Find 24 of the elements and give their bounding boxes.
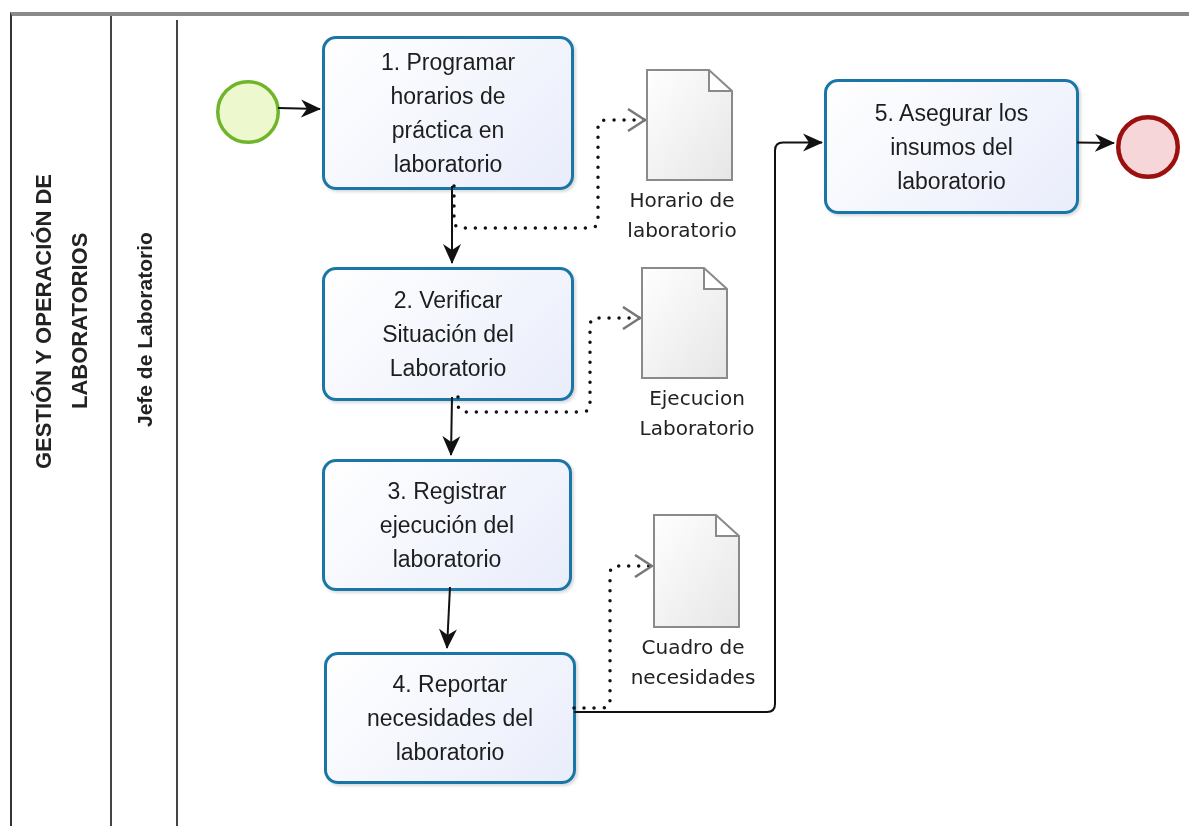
pool-title: GESTIÓN Y OPERACIÓN DE LABORATORIOS: [30, 172, 93, 471]
association-line: [572, 553, 654, 710]
document-caption: Ejecucion Laboratorio: [638, 385, 756, 442]
arrow: [1076, 133, 1115, 152]
task-label: 3. Registrar ejecución del laboratorio: [378, 477, 516, 574]
arrow: [442, 396, 461, 456]
task-label: 4. Reportar necesidades del laboratorio: [365, 670, 535, 767]
document-caption: Horario de laboratorio: [626, 187, 738, 244]
task-box: [322, 36, 574, 190]
lane-title: Jefe de Laboratorio: [132, 231, 157, 430]
association-line: [452, 107, 647, 230]
task-label: 1. Programar horarios de práctica en laboratorio: [379, 48, 517, 179]
arrow: [438, 586, 457, 649]
task-label: 5. Asegurar los insumos del laboratorio: [873, 98, 1030, 196]
arrow: [443, 185, 461, 264]
arrow: [573, 133, 823, 713]
association-line: [456, 305, 642, 414]
arrow: [277, 99, 321, 118]
task-box: [322, 459, 572, 591]
document-caption: Cuadro de necesidades: [629, 634, 757, 691]
task-box: [824, 79, 1079, 214]
task-label: 2. Verificar Situación del Laboratorio: [381, 286, 515, 383]
task-box: [322, 267, 574, 401]
task-box: [324, 652, 576, 784]
